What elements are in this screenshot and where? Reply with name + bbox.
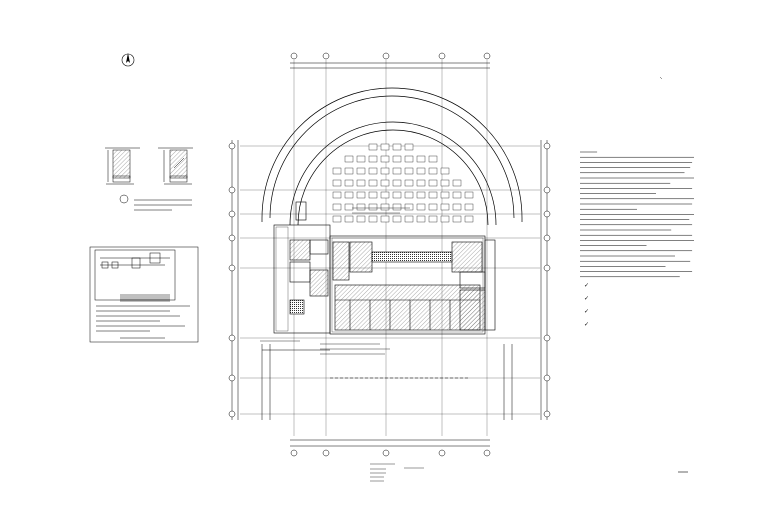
dining-table	[452, 191, 462, 199]
building-body	[329, 235, 486, 335]
dining-table	[368, 167, 378, 175]
dining-table	[332, 191, 342, 199]
dining-table	[368, 215, 378, 223]
dining-table	[404, 167, 414, 175]
dining-table	[344, 179, 354, 187]
dining-table	[392, 167, 402, 175]
dimension-lines	[231, 62, 548, 447]
corner-mark	[659, 76, 663, 80]
dining-table	[356, 191, 366, 199]
dining-table	[344, 215, 354, 223]
dining-table	[416, 191, 426, 199]
dining-table	[368, 143, 378, 151]
left-detail-drawing	[105, 147, 193, 211]
plan-callouts	[260, 207, 410, 355]
dining-table	[464, 203, 474, 211]
dining-table	[356, 167, 366, 175]
dining-table	[440, 215, 450, 223]
dining-table	[344, 203, 354, 211]
dining-table	[368, 179, 378, 187]
axis-bubbles-bottom	[290, 449, 491, 457]
dining-table	[368, 203, 378, 211]
dining-table	[380, 203, 390, 211]
dining-table	[380, 155, 390, 163]
dining-table	[332, 215, 342, 223]
dining-table	[440, 191, 450, 199]
dining-table	[404, 179, 414, 187]
dining-table	[452, 203, 462, 211]
title-block	[370, 463, 424, 482]
dining-table	[428, 167, 438, 175]
left-wing	[273, 201, 331, 334]
dining-table	[440, 203, 450, 211]
dining-tables	[332, 143, 474, 223]
north-arrow-icon	[121, 53, 135, 67]
dining-table	[428, 191, 438, 199]
dining-table	[428, 179, 438, 187]
check-icon: ✓	[584, 282, 590, 289]
dining-table	[356, 203, 366, 211]
dining-table	[368, 191, 378, 199]
dining-table	[392, 191, 402, 199]
dining-table	[440, 179, 450, 187]
check-icon: ✓	[584, 321, 590, 328]
dining-table	[416, 179, 426, 187]
dining-table	[416, 203, 426, 211]
dining-table	[356, 215, 366, 223]
axis-bubbles-right	[543, 142, 551, 418]
dining-table	[404, 191, 414, 199]
dining-table	[404, 215, 414, 223]
dining-table	[392, 143, 402, 151]
dome-outline	[261, 87, 523, 226]
dining-table	[344, 191, 354, 199]
dining-table	[428, 155, 438, 163]
dining-table	[428, 215, 438, 223]
dining-table	[380, 191, 390, 199]
canopy-lines	[261, 344, 513, 420]
dining-table	[332, 203, 342, 211]
dining-table	[392, 155, 402, 163]
dining-table	[452, 215, 462, 223]
dining-table	[464, 191, 474, 199]
right-wing	[459, 239, 496, 331]
dining-table	[392, 179, 402, 187]
dining-table	[392, 215, 402, 223]
dining-table	[452, 179, 462, 187]
axis-bubbles-top	[290, 52, 491, 60]
dining-table	[356, 155, 366, 163]
dining-table	[428, 203, 438, 211]
dining-table	[344, 155, 354, 163]
dining-table	[332, 179, 342, 187]
dining-table	[356, 179, 366, 187]
axis-bubbles-left	[228, 142, 236, 418]
check-icon: ✓	[584, 295, 590, 302]
check-icon: ✓	[584, 308, 590, 315]
dining-table	[380, 179, 390, 187]
dining-table	[404, 155, 414, 163]
dining-table	[392, 203, 402, 211]
dining-table	[464, 215, 474, 223]
dining-table	[416, 155, 426, 163]
dining-table	[344, 167, 354, 175]
dining-table	[416, 215, 426, 223]
dining-table	[380, 143, 390, 151]
dining-table	[368, 155, 378, 163]
dining-table	[332, 167, 342, 175]
dining-table	[404, 143, 414, 151]
design-notes-lines	[580, 151, 694, 278]
legend-box	[89, 246, 199, 343]
dining-table	[440, 167, 450, 175]
dining-table	[416, 167, 426, 175]
dining-table	[380, 167, 390, 175]
dining-table	[380, 215, 390, 223]
dining-table	[404, 203, 414, 211]
